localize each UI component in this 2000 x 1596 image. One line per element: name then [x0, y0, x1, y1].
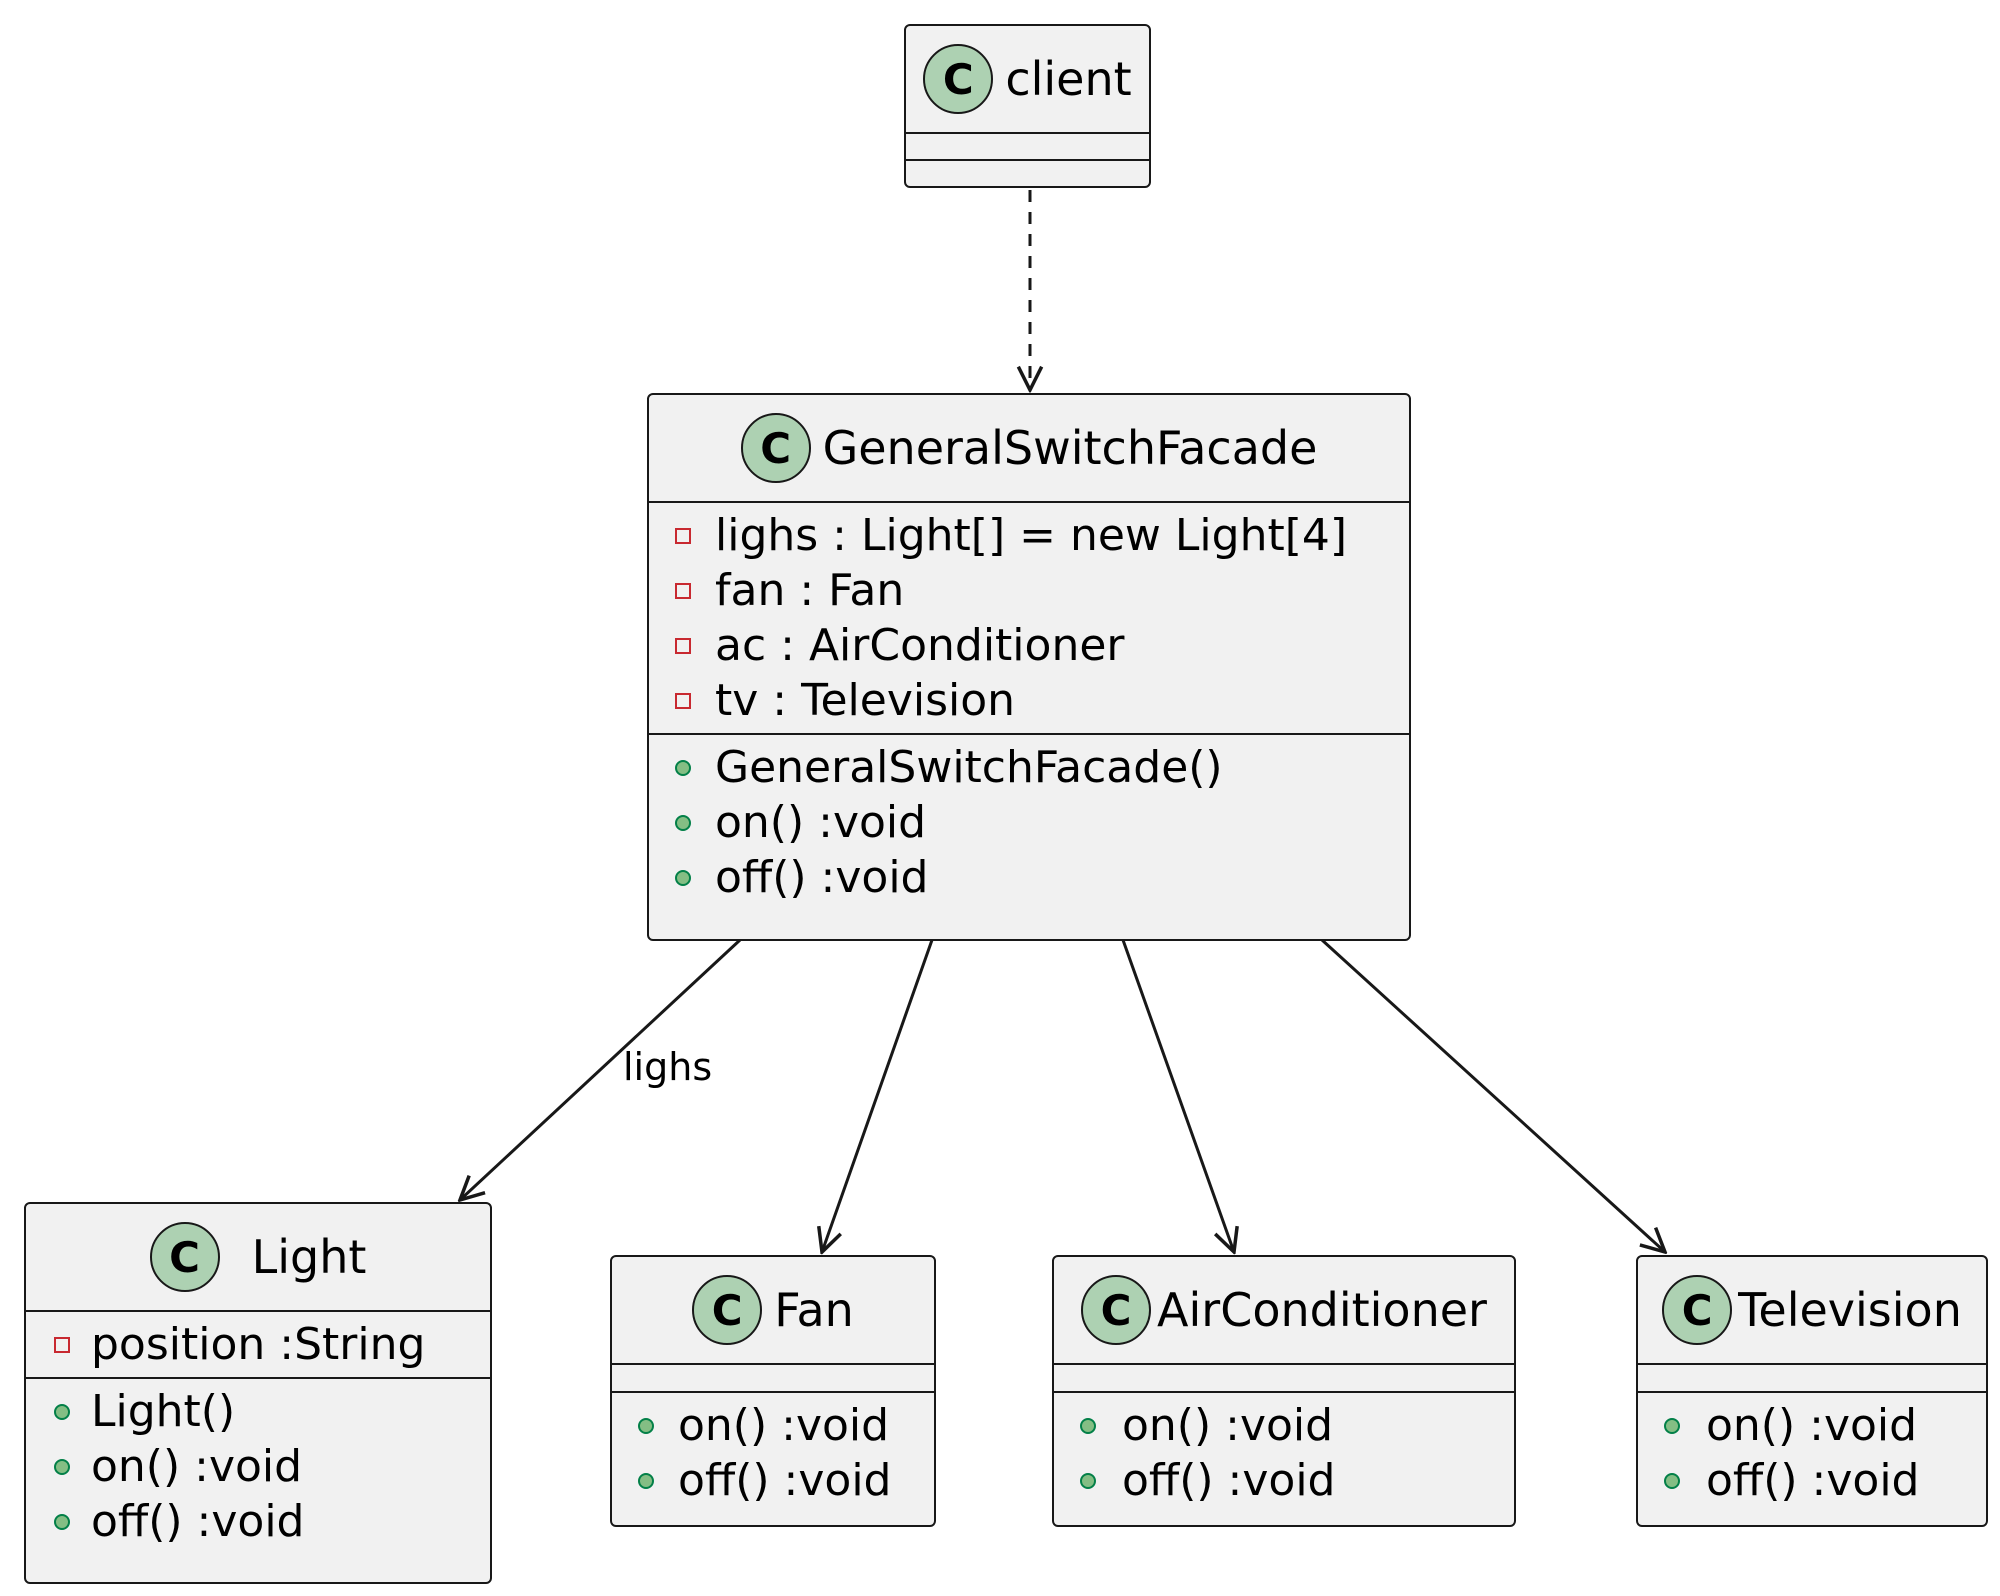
class-television: C Television on() :void off() :void: [1636, 1255, 1988, 1527]
class-fan-header: C Fan: [612, 1257, 934, 1365]
class-name: Fan: [774, 1283, 854, 1337]
method-text: off() :void: [715, 852, 929, 903]
private-visibility-icon: [675, 638, 691, 654]
class-facade-methods: GeneralSwitchFacade() on() :void off() :…: [649, 735, 1409, 910]
private-visibility-icon: [675, 583, 691, 599]
class-light-attributes: position :String: [26, 1312, 490, 1379]
class-tv-methods: on() :void off() :void: [1638, 1393, 1986, 1513]
class-general-switch-facade: C GeneralSwitchFacade lighs : Light[] = …: [647, 393, 1411, 941]
class-facade-header: C GeneralSwitchFacade: [649, 395, 1409, 503]
class-light-header: C Light: [26, 1204, 490, 1312]
attribute-lighs: lighs : Light[] = new Light[4]: [649, 508, 1409, 563]
class-light: C Light position :String Light() on() :v…: [24, 1202, 492, 1584]
method-off: off() :void: [26, 1494, 490, 1549]
class-icon: C: [740, 413, 811, 483]
class-client-header: C client: [906, 26, 1149, 134]
public-visibility-icon: [54, 1404, 70, 1420]
class-name: AirConditioner: [1157, 1283, 1487, 1337]
method-text: off() :void: [91, 1496, 305, 1547]
method-constructor: GeneralSwitchFacade(): [649, 740, 1409, 795]
method-text: GeneralSwitchFacade(): [715, 742, 1223, 793]
class-air-conditioner: C AirConditioner on() :void off() :void: [1052, 1255, 1516, 1527]
class-ac-attributes: [1054, 1365, 1514, 1393]
public-visibility-icon: [638, 1473, 654, 1489]
public-visibility-icon: [1664, 1418, 1680, 1434]
attribute-text: tv : Television: [715, 675, 1016, 726]
method-text: Light(): [91, 1386, 236, 1437]
method-off: off() :void: [1054, 1453, 1514, 1508]
method-constructor: Light(): [26, 1384, 490, 1439]
method-text: off() :void: [1706, 1455, 1920, 1506]
private-visibility-icon: [54, 1337, 70, 1353]
public-visibility-icon: [675, 870, 691, 886]
relation-facade-tv: [1320, 938, 1665, 1252]
class-name: GeneralSwitchFacade: [822, 421, 1318, 475]
class-ac-methods: on() :void off() :void: [1054, 1393, 1514, 1513]
private-visibility-icon: [675, 528, 691, 544]
class-name: Light: [251, 1230, 367, 1284]
class-facade-attributes: lighs : Light[] = new Light[4] fan : Fan…: [649, 503, 1409, 735]
class-ac-header: C AirConditioner: [1054, 1257, 1514, 1365]
method-off: off() :void: [649, 850, 1409, 905]
relation-label-lighs: lighs: [623, 1045, 713, 1089]
class-icon: C: [1662, 1275, 1733, 1345]
public-visibility-icon: [1080, 1473, 1096, 1489]
class-light-methods: Light() on() :void off() :void: [26, 1379, 490, 1554]
private-visibility-icon: [675, 693, 691, 709]
method-on: on() :void: [1054, 1398, 1514, 1453]
class-icon: C: [692, 1275, 763, 1345]
class-fan: C Fan on() :void off() :void: [610, 1255, 936, 1527]
attribute-text: position :String: [91, 1319, 426, 1370]
method-off: off() :void: [612, 1453, 934, 1508]
method-text: on() :void: [1122, 1400, 1334, 1451]
method-text: on() :void: [91, 1441, 303, 1492]
class-name: client: [1005, 52, 1132, 106]
method-text: off() :void: [1122, 1455, 1336, 1506]
class-client-attributes: [906, 134, 1149, 161]
public-visibility-icon: [1080, 1418, 1096, 1434]
class-fan-methods: on() :void off() :void: [612, 1393, 934, 1513]
method-on: on() :void: [612, 1398, 934, 1453]
public-visibility-icon: [1664, 1473, 1680, 1489]
attribute-fan: fan : Fan: [649, 563, 1409, 618]
class-icon: C: [149, 1222, 220, 1292]
method-text: off() :void: [678, 1455, 892, 1506]
method-off: off() :void: [1638, 1453, 1986, 1508]
class-tv-header: C Television: [1638, 1257, 1986, 1365]
attribute-tv: tv : Television: [649, 673, 1409, 728]
method-on: on() :void: [1638, 1398, 1986, 1453]
public-visibility-icon: [54, 1514, 70, 1530]
relation-facade-ac: [1121, 939, 1234, 1252]
method-on: on() :void: [26, 1439, 490, 1494]
attribute-position: position :String: [26, 1317, 490, 1372]
attribute-text: lighs : Light[] = new Light[4]: [715, 510, 1348, 561]
relation-facade-light: [460, 938, 742, 1200]
attribute-text: fan : Fan: [715, 565, 905, 616]
public-visibility-icon: [638, 1418, 654, 1434]
relation-facade-fan: [822, 939, 934, 1252]
method-text: on() :void: [678, 1400, 890, 1451]
public-visibility-icon: [675, 815, 691, 831]
public-visibility-icon: [675, 760, 691, 776]
method-text: on() :void: [1706, 1400, 1918, 1451]
public-visibility-icon: [54, 1459, 70, 1475]
class-fan-attributes: [612, 1365, 934, 1393]
attribute-text: ac : AirConditioner: [715, 620, 1125, 671]
class-client: C client: [904, 24, 1151, 188]
class-icon: C: [923, 44, 994, 114]
class-name: Television: [1738, 1283, 1962, 1337]
method-on: on() :void: [649, 795, 1409, 850]
method-text: on() :void: [715, 797, 927, 848]
class-tv-attributes: [1638, 1365, 1986, 1393]
class-icon: C: [1081, 1275, 1152, 1345]
attribute-ac: ac : AirConditioner: [649, 618, 1409, 673]
